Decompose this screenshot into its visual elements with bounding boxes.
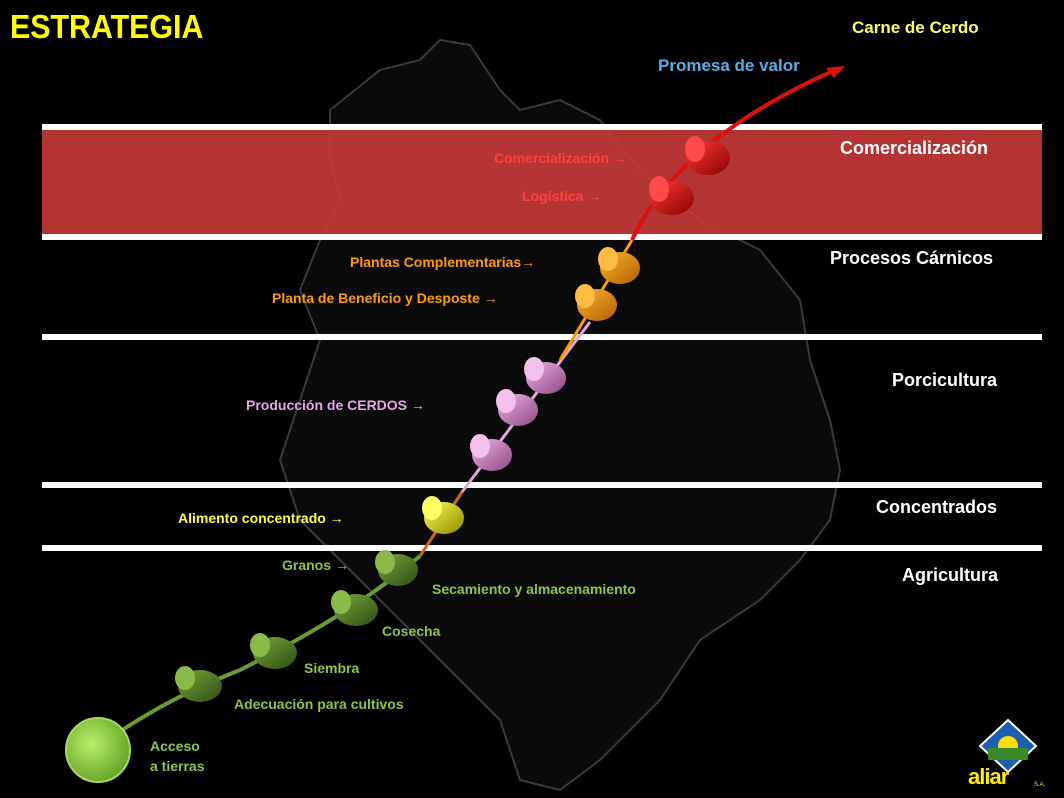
separator-line	[42, 545, 1042, 551]
top-right-label: Carne de Cerdo	[852, 18, 979, 37]
separator-line	[42, 234, 1042, 240]
layer-porcicultura: Porcicultura	[892, 370, 998, 390]
cylinder-adecuacion	[175, 666, 222, 702]
step-adecuacion: Adecuación para cultivos	[234, 696, 404, 712]
separator-line	[42, 482, 1042, 488]
step-cosecha: Cosecha	[382, 623, 441, 639]
cylinder-beneficio	[575, 284, 617, 321]
step-comercializacion: Comercialización →	[494, 150, 628, 166]
step-produccion-cerdos: Producción de CERDOS →	[246, 397, 425, 413]
value-arrowhead	[826, 66, 845, 78]
start-circle	[65, 717, 131, 783]
step-acceso-line1: Acceso	[150, 738, 200, 754]
step-planta-beneficio: Planta de Beneficio y Desposte →	[272, 290, 498, 306]
cylinder-cerdos-1	[470, 434, 512, 471]
cylinder-comercializacion	[685, 136, 730, 175]
step-granos: Granos →	[282, 557, 349, 573]
step-acceso-line2: a tierras	[150, 758, 205, 774]
page-title: ESTRATEGIA	[10, 8, 204, 45]
value-label: Promesa de valor	[658, 56, 800, 75]
layer-procesos-carnicos: Procesos Cárnicos	[830, 248, 994, 268]
cylinder-logistica	[649, 176, 694, 215]
layer-concentrados: Concentrados	[876, 497, 998, 517]
logo-suffix: S.A.	[1034, 782, 1046, 788]
separator-line	[42, 124, 1042, 130]
cylinder-granos	[375, 550, 418, 586]
step-logistica: Logística →	[522, 188, 602, 204]
step-secamiento: Secamiento y almacenamiento	[432, 581, 636, 597]
comercializacion-band	[42, 130, 1042, 236]
layer-comercializacion: Comercialización	[840, 138, 989, 158]
step-plantas-complementarias: Plantas Complementarias→	[350, 254, 536, 270]
separator-line	[42, 334, 1042, 340]
cylinder-complementarias	[598, 247, 640, 284]
layer-agricultura: Agricultura	[902, 565, 999, 585]
step-siembra: Siembra	[304, 660, 360, 676]
cylinder-siembra	[250, 633, 297, 669]
logo-text: aliar	[968, 764, 1009, 789]
cylinder-cerdos-2	[496, 389, 538, 426]
step-alimento-concentrado: Alimento concentrado →	[178, 510, 344, 526]
aliar-logo	[978, 718, 1038, 774]
cylinder-cosecha	[331, 590, 378, 626]
cylinder-alimento	[422, 496, 464, 534]
cylinder-cerdos-3	[524, 357, 566, 394]
